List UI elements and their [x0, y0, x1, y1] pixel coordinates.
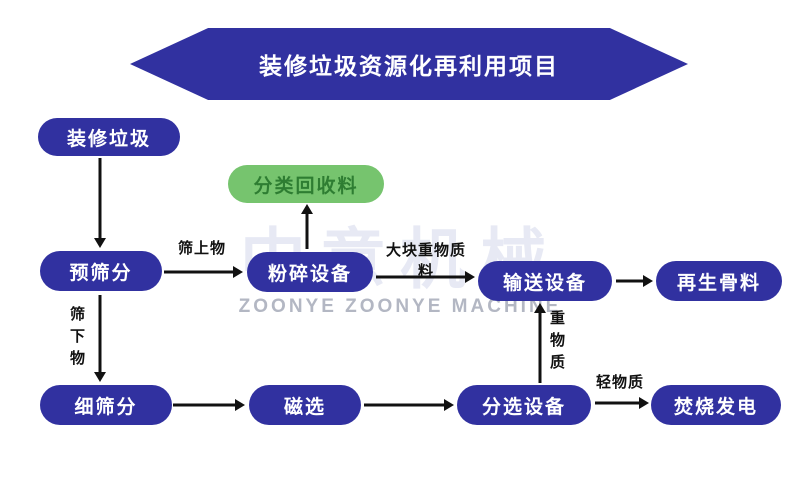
node-fine-screening: 细筛分 — [40, 385, 172, 425]
node-classified-recycled: 分类回收料 — [228, 165, 384, 203]
edge-label-undersize: 筛下物 — [68, 306, 85, 372]
edge-label-light: 轻物质 — [595, 374, 644, 391]
arrow-crusher-to-conveyor — [376, 271, 475, 283]
arrow-prescreen-to-crusher — [164, 266, 243, 278]
node-conveying-equipment: 输送设备 — [478, 261, 612, 301]
edge-label-oversize: 筛上物 — [177, 240, 226, 257]
title-banner: 装修垃圾资源化再利用项目 — [130, 28, 688, 100]
diagram-title: 装修垃圾资源化再利用项目 — [259, 53, 559, 79]
arrow-conveyor-to-aggregate — [616, 275, 653, 287]
node-sorting-equipment: 分选设备 — [457, 385, 591, 425]
arrow-sorting-to-incineration — [595, 397, 649, 409]
node-pre-screening: 预筛分 — [40, 251, 162, 291]
node-magnetic-separation: 磁选 — [249, 385, 361, 425]
arrow-waste-to-prescreen — [94, 158, 106, 248]
arrow-finescreen-to-magnetic — [173, 399, 245, 411]
arrow-sorting-to-conveyor — [534, 303, 546, 383]
arrow-prescreen-to-finescreen — [94, 295, 106, 382]
node-recycled-aggregate: 再生骨料 — [656, 261, 782, 301]
node-incineration-power: 焚烧发电 — [651, 385, 781, 425]
edge-label-bulk-heavy: 大块重物质料 — [385, 242, 466, 280]
node-decoration-waste: 装修垃圾 — [38, 118, 180, 156]
arrow-magnetic-to-sorting — [364, 399, 454, 411]
node-crushing-equipment: 粉碎设备 — [247, 252, 373, 292]
arrow-crusher-to-recycled — [301, 204, 313, 249]
edge-label-heavy: 重物质 — [548, 310, 565, 376]
